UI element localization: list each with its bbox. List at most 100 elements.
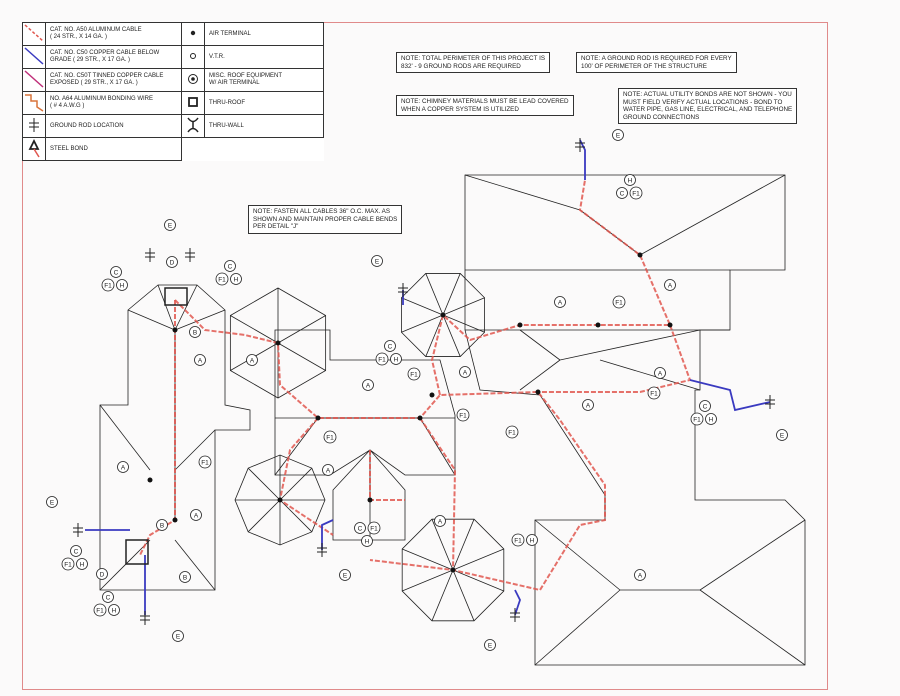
callout-label: H bbox=[234, 276, 239, 283]
callout-f1: F1 bbox=[367, 521, 381, 535]
callout-h: H bbox=[108, 604, 120, 616]
callout-a: A bbox=[554, 296, 566, 308]
roof-ridge-line bbox=[699, 589, 806, 666]
callout-label: A bbox=[121, 464, 126, 471]
callout-label: A bbox=[198, 357, 203, 364]
ground-rod-icon bbox=[185, 248, 195, 262]
legend-row: GROUND ROD LOCATION THRU-WALL bbox=[22, 114, 324, 138]
callout-a: A bbox=[362, 379, 374, 391]
callout-circle bbox=[624, 174, 636, 186]
callout-f1: F1 bbox=[323, 430, 337, 444]
air-terminal bbox=[535, 389, 541, 395]
legend-row: CAT. NO. A50 ALUMINUM CABLE ( 24 STR., X… bbox=[22, 22, 324, 46]
legend-row: NO. A64 ALUMINUM BONDING WIRE ( # 4 A.W.… bbox=[22, 91, 324, 115]
callout-circle bbox=[96, 568, 108, 580]
roof-ridge-line bbox=[174, 309, 226, 331]
ground-rod-icon bbox=[22, 114, 46, 138]
callout-f1: F1 bbox=[215, 272, 229, 286]
callout-f1: F1 bbox=[505, 425, 519, 439]
callout-c: C bbox=[699, 400, 711, 412]
callout-circle bbox=[108, 604, 120, 616]
roof-ridge-line bbox=[402, 569, 454, 592]
main-roof bbox=[464, 174, 806, 666]
roof-ridge-line bbox=[157, 284, 176, 331]
roof-ridge-line bbox=[401, 314, 444, 333]
chimney bbox=[125, 539, 149, 565]
note-ground-rod: NOTE: A GROUND ROD IS REQUIRED FOR EVERY… bbox=[576, 52, 737, 73]
callout-circle bbox=[616, 187, 628, 199]
callout-label: C bbox=[388, 343, 393, 350]
air-terminal bbox=[172, 517, 178, 523]
callout-label: A bbox=[438, 518, 443, 525]
callout-b: B bbox=[189, 326, 201, 338]
callout-e: E bbox=[612, 129, 624, 141]
callout-circle bbox=[322, 464, 334, 476]
air-terminal bbox=[277, 497, 283, 503]
air-terminals bbox=[73, 138, 775, 625]
callout-label: E bbox=[616, 132, 621, 139]
callout-e: E bbox=[172, 630, 184, 642]
callout-label: H bbox=[80, 561, 85, 568]
callout-f1: F1 bbox=[101, 278, 115, 292]
copper-cable-below-grade bbox=[689, 379, 771, 412]
legend-label: STEEL BOND bbox=[45, 137, 182, 161]
callout-label: H bbox=[530, 537, 535, 544]
callout-circle bbox=[647, 386, 661, 400]
roof-ridge-line bbox=[452, 519, 475, 571]
copper-cable-below-grade bbox=[579, 139, 586, 180]
callout-circle bbox=[484, 639, 496, 651]
air-terminal bbox=[147, 477, 153, 483]
callout-b: B bbox=[179, 571, 191, 583]
steel-bond-icon bbox=[22, 137, 46, 161]
callout-circle bbox=[46, 496, 58, 508]
callout-circle bbox=[101, 278, 115, 292]
callout-label: F1 bbox=[326, 434, 334, 441]
callout-circle bbox=[505, 425, 519, 439]
callout-circle bbox=[699, 400, 711, 412]
callout-circle bbox=[526, 534, 538, 546]
roof-ridge-line bbox=[174, 284, 198, 331]
air-terminal bbox=[172, 327, 178, 333]
legend-label: AIR TERMINAL bbox=[204, 22, 324, 46]
note-perimeter: NOTE: TOTAL PERIMETER OF THIS PROJECT IS… bbox=[396, 52, 551, 73]
callout-label: B bbox=[183, 574, 187, 581]
callout-f1: F1 bbox=[198, 455, 212, 469]
callout-label: C bbox=[703, 403, 708, 410]
callout-h: H bbox=[76, 558, 88, 570]
roof-ridge-line bbox=[534, 519, 621, 591]
legend-label: CAT. NO. A50 ALUMINUM CABLE ( 24 STR., X… bbox=[45, 22, 182, 46]
callout-label: B bbox=[193, 329, 197, 336]
callout-label: F1 bbox=[104, 282, 112, 289]
air-terminal bbox=[637, 252, 643, 258]
circled-dot-icon bbox=[181, 68, 205, 92]
roof-ridge-line bbox=[519, 359, 561, 391]
callout-label: F1 bbox=[370, 525, 378, 532]
roof-ridge-line bbox=[431, 519, 454, 571]
air-terminal bbox=[417, 415, 423, 421]
callout-label: A bbox=[558, 299, 563, 306]
callout-circle bbox=[554, 296, 566, 308]
filled-dot-icon bbox=[181, 22, 205, 46]
thru-wall-icon bbox=[181, 114, 205, 138]
callout-circle bbox=[371, 255, 383, 267]
callout-circle bbox=[230, 273, 242, 285]
cables bbox=[85, 139, 771, 616]
callout-label: A bbox=[463, 369, 468, 376]
callout-f1: F1 bbox=[93, 603, 107, 617]
callout-a: A bbox=[434, 515, 446, 527]
roof-ridge-line bbox=[599, 359, 701, 391]
callout-label: A bbox=[326, 467, 331, 474]
red-dashed-line-icon bbox=[22, 22, 46, 46]
callout-circle bbox=[61, 557, 75, 571]
callout-circle bbox=[164, 219, 176, 231]
callout-label: F1 bbox=[64, 561, 72, 568]
air-terminal bbox=[517, 322, 523, 328]
note-fasten-cables: NOTE: FASTEN ALL CABLES 36" O.C. MAX. AS… bbox=[248, 205, 403, 234]
roof-ridge-line bbox=[99, 539, 151, 591]
aluminum-cable bbox=[369, 450, 405, 501]
legend-label: CAT. NO. C50T TINNED COPPER CABLE EXPOSE… bbox=[45, 68, 182, 92]
callout-label: C bbox=[228, 263, 233, 270]
roof-ridge-line bbox=[174, 429, 216, 471]
